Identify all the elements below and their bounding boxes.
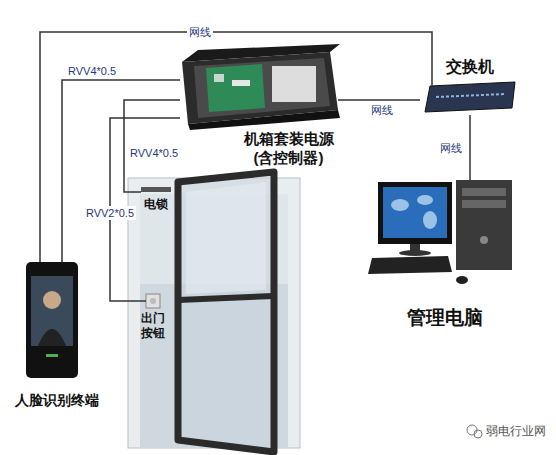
face-terminal-device-part	[43, 291, 61, 309]
wire-stub-part	[431, 55, 433, 86]
cable-line	[345, 99, 420, 101]
computer-part	[399, 250, 431, 256]
switch-device-part	[436, 94, 505, 97]
computer-part	[456, 180, 512, 270]
cable-label-holder: 网线	[369, 103, 395, 117]
cable-label: RVV2*0.5	[84, 206, 136, 220]
face-terminal-device-part	[26, 262, 78, 378]
cable-label-holder: RVV4*0.5	[128, 146, 180, 160]
cabinet-part	[232, 80, 250, 86]
door-leaf	[178, 172, 274, 452]
computer-part	[480, 236, 488, 244]
computer-part	[391, 199, 409, 211]
watermark: 弱电行业网	[484, 424, 548, 438]
computer-part	[368, 256, 452, 274]
computer-part	[462, 188, 506, 196]
switch-device	[425, 82, 515, 112]
cable-line	[62, 80, 180, 262]
wire-stub-part	[338, 99, 345, 101]
watermark-icon-part	[467, 425, 477, 435]
door-leaf-part	[178, 296, 274, 300]
node-label: 交换机	[420, 57, 520, 77]
cable-line	[40, 32, 432, 262]
computer-part	[383, 187, 447, 238]
cabinet	[182, 44, 340, 130]
cabinet-part	[214, 74, 224, 82]
computer-part	[378, 182, 452, 244]
node-label: 出门 按钮	[138, 311, 168, 341]
face-terminal: 人脸识别终端	[12, 262, 102, 413]
exit-button: 出门 按钮	[138, 292, 168, 352]
watermark-icon-part	[474, 430, 482, 438]
cable-label: 网线	[438, 141, 464, 155]
cable-label-holder: RVV2*0.5	[84, 206, 136, 220]
exit-button-plate	[146, 294, 160, 308]
exit-button-plate-part	[146, 294, 160, 308]
face-terminal-device-part	[31, 276, 73, 346]
power-controller: 机箱套装电源 (含控制器)	[180, 48, 345, 171]
watermark-icon	[467, 425, 482, 438]
cabinet-part	[206, 64, 265, 112]
computer-part	[456, 276, 468, 284]
node-label: 电锁	[141, 197, 171, 212]
computer-part	[423, 211, 437, 229]
face-terminal-device-part	[38, 329, 66, 346]
computer	[368, 180, 512, 284]
face-terminal-device-part	[46, 354, 58, 357]
cable-label: 网线	[369, 103, 395, 117]
wire-stub	[138, 55, 432, 301]
door-leaf-part	[186, 182, 266, 294]
cabinet-part	[194, 58, 330, 118]
cable-line	[469, 115, 471, 180]
wire-stub-part	[138, 300, 146, 302]
watermark-holder: 弱电行业网	[484, 424, 548, 438]
node-label: 人脸识别终端	[12, 392, 102, 410]
computer-part	[462, 200, 506, 208]
electric-lock: 电锁	[141, 186, 171, 222]
face-terminal-device	[26, 262, 78, 378]
cabinet-part	[188, 110, 340, 130]
cable-label-holder: 网线	[438, 141, 464, 155]
switch-device-part	[425, 82, 515, 112]
cable-label-holder: RVV4*0.5	[66, 64, 118, 78]
cable-label: RVV4*0.5	[128, 146, 180, 160]
management-pc: 管理电脑	[370, 180, 520, 335]
node-label: 管理电脑	[370, 306, 520, 330]
node-label: 机箱套装电源 (含控制器)	[232, 130, 345, 168]
computer-part	[417, 195, 433, 205]
cable-line	[124, 100, 180, 192]
cabinet-part	[272, 66, 316, 102]
door-leaf-part	[178, 172, 274, 452]
cable-label: RVV4*0.5	[66, 64, 118, 78]
exit-button-plate-part	[150, 298, 156, 304]
network-switch: 交换机	[420, 55, 520, 115]
lock-bar	[141, 187, 171, 192]
cable-label: 网线	[187, 25, 213, 39]
cable-label-holder: 网线	[187, 25, 213, 39]
lock-bar-part	[141, 187, 171, 192]
